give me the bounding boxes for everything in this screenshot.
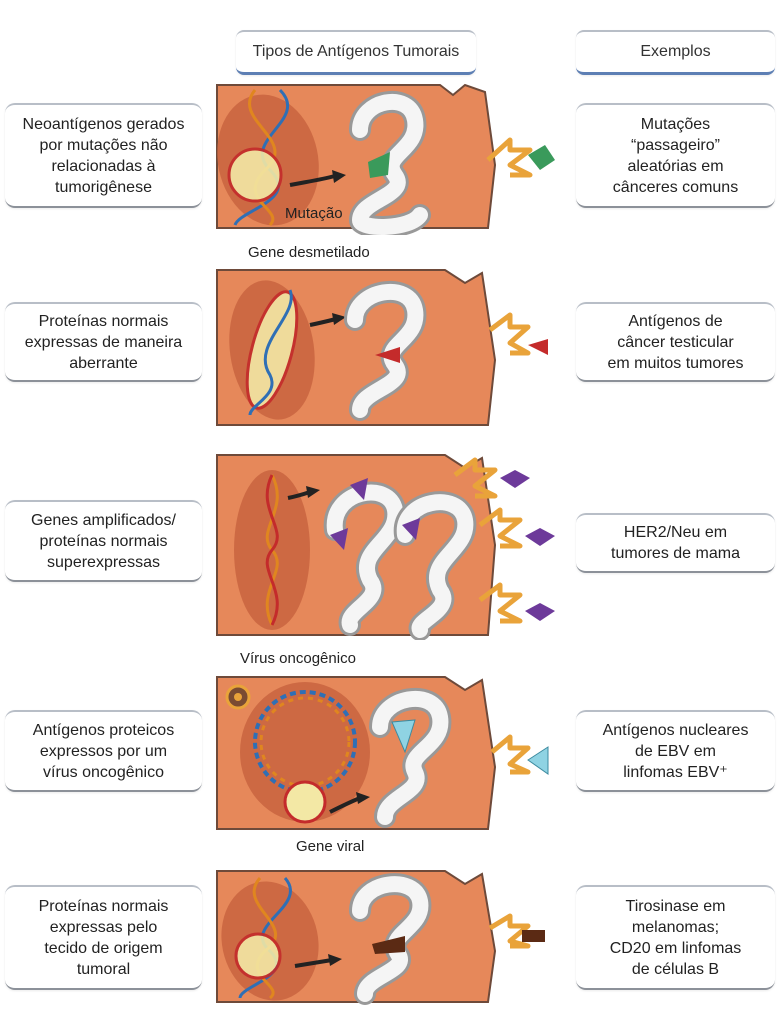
dna-helix-icon bbox=[248, 289, 293, 416]
row-3-example: HER2/Neu em tumores de mama bbox=[576, 513, 775, 573]
row-2-example: Antígenos de câncer testicular em muitos… bbox=[576, 302, 775, 382]
row-5-cell-illustration bbox=[216, 870, 545, 1005]
row-5-antigen-type: Proteínas normais expressas pelo tecido … bbox=[5, 885, 202, 990]
presented-antigen-purple bbox=[500, 470, 530, 488]
normal-gene-highlight bbox=[234, 932, 282, 980]
mutation-highlight-circle bbox=[227, 147, 283, 203]
mhc-receptor-icon bbox=[486, 137, 533, 178]
annotation-viral-gene: Gene viral bbox=[296, 838, 365, 855]
neoantigen-green bbox=[368, 152, 390, 178]
protein-coil-icon bbox=[344, 281, 427, 421]
arrow-icon bbox=[294, 958, 333, 968]
protein-coil-icon bbox=[348, 91, 431, 235]
protein-coil-icon bbox=[349, 873, 432, 1005]
annotation-oncogenic-virus: Vírus oncogênico bbox=[240, 650, 356, 667]
ebv-antigen-cyan bbox=[391, 719, 416, 754]
presented-antigen-red bbox=[528, 339, 548, 355]
arrow-icon bbox=[289, 174, 336, 187]
protein-coil-icon bbox=[369, 688, 452, 828]
viral-dna-ring-icon bbox=[253, 690, 357, 794]
mhc-receptor-icon bbox=[453, 457, 498, 499]
virus-icon bbox=[225, 684, 251, 710]
mhc-receptor-icon bbox=[490, 734, 531, 775]
mhc-receptor-icon bbox=[488, 913, 531, 949]
annotation-mutation: Mutação bbox=[285, 205, 343, 222]
demethylated-gene-highlight bbox=[245, 290, 299, 410]
row-1-cell-illustration bbox=[216, 83, 555, 235]
protein-coil-icon bbox=[323, 481, 477, 640]
her2-antigen-purple bbox=[350, 478, 368, 500]
viral-gene-highlight bbox=[283, 780, 327, 824]
row-1-antigen-type: Neoantígenos gerados por mutações não re… bbox=[5, 103, 202, 208]
row-4-cell-illustration bbox=[216, 676, 549, 830]
nucleus bbox=[240, 682, 370, 822]
row-1-example: Mutações “passageiro” aleatórias em cânc… bbox=[576, 103, 775, 208]
row-4-example: Antígenos nucleares de EBV em linfomas E… bbox=[576, 710, 775, 792]
row-3-cell-illustration bbox=[216, 454, 555, 640]
annotation-demethylated-gene: Gene desmetilado bbox=[248, 244, 370, 261]
tissue-antigen-brown bbox=[372, 936, 405, 954]
mhc-receptor-icon bbox=[488, 312, 531, 356]
header-examples: Exemplos bbox=[576, 30, 775, 75]
presented-antigen-brown bbox=[522, 930, 545, 942]
cancer-testis-antigen-red bbox=[375, 347, 400, 363]
row-2-cell-illustration bbox=[216, 269, 548, 426]
presented-antigen-cyan bbox=[527, 746, 549, 775]
header-tumor-antigen-types: Tipos de Antígenos Tumorais bbox=[236, 30, 476, 75]
presented-antigen-green bbox=[528, 145, 555, 170]
row-3-antigen-type: Genes amplificados/ proteínas normais su… bbox=[5, 500, 202, 582]
row-5-example: Tirosinase em melanomas; CD20 em linfoma… bbox=[576, 885, 775, 990]
row-2-antigen-type: Proteínas normais expressas de maneira a… bbox=[5, 302, 202, 382]
row-4-antigen-type: Antígenos proteicos expressos por um vír… bbox=[5, 710, 202, 792]
